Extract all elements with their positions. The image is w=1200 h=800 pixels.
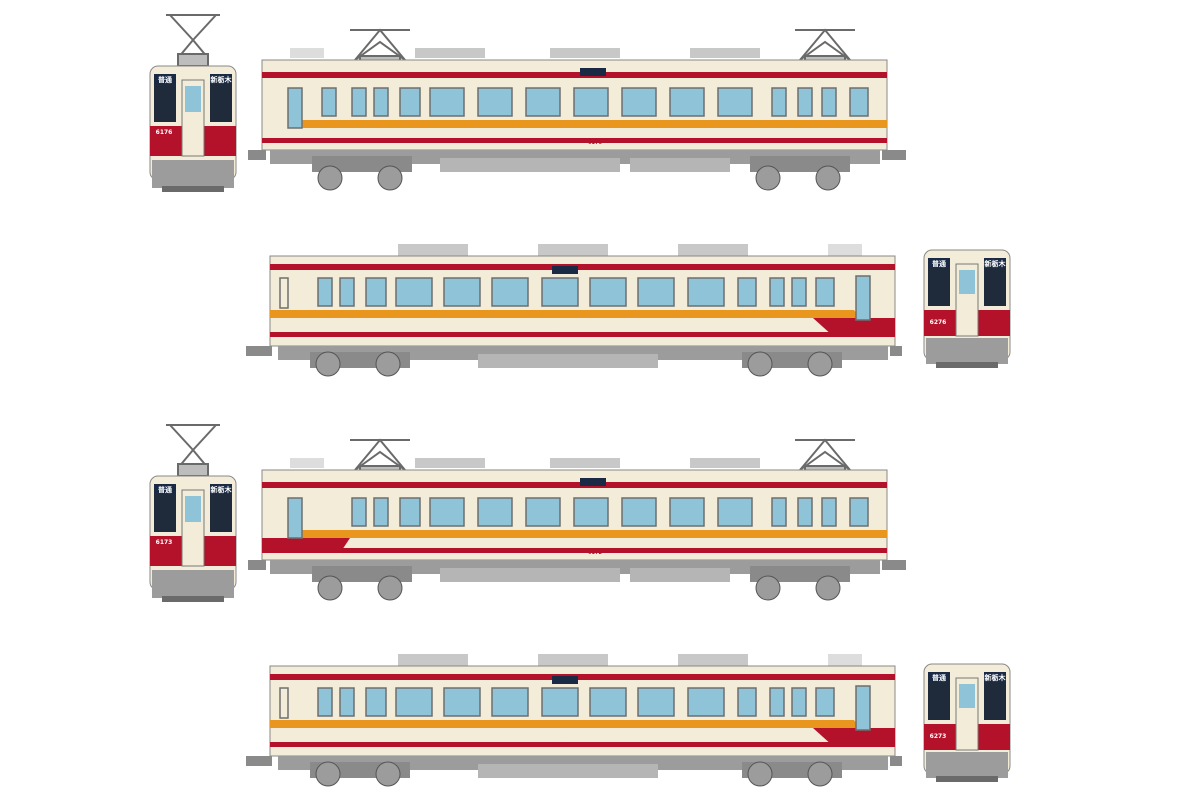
underframe: [278, 346, 888, 360]
roof-red-stripe: [262, 72, 887, 78]
lower-red-stripe: [262, 138, 887, 143]
car-number: 6272: [551, 742, 565, 748]
orange-stripe: [296, 120, 887, 128]
bogie: [312, 156, 850, 191]
windows: [287, 87, 869, 129]
roof-dest-display: [552, 266, 578, 274]
destination-label: 新栃木: [211, 485, 233, 494]
kind-label: 普通: [932, 259, 947, 268]
kind-label: 普通: [158, 485, 173, 494]
orange-stripe: [270, 310, 860, 318]
windows: [279, 275, 871, 321]
dest-display: [210, 74, 232, 84]
car-number: 6172: [588, 550, 602, 556]
destination-label: 新栃木: [985, 673, 1007, 682]
front-view-1: 普通 新栃木 6176: [149, 14, 237, 192]
car-number: 6276: [551, 332, 565, 338]
trailer-car-4: 6272: [246, 654, 902, 787]
car-number: 6273: [930, 733, 947, 740]
destination-label: 新栃木: [985, 259, 1007, 268]
motor-car-1: 6176: [248, 28, 906, 191]
roof-vent: [415, 48, 485, 58]
row-2: 6276 普通 新栃木 6276: [246, 244, 1011, 377]
roof-red-stripe: [270, 264, 895, 270]
front-door-window: [185, 86, 201, 112]
bogie: [310, 351, 842, 377]
front-left-window: [154, 82, 176, 122]
car-number: 6176: [588, 140, 602, 146]
trailer-car-2: 6276: [246, 244, 902, 377]
front-view-4: 普通 新栃木 6273: [923, 663, 1011, 782]
row-4: 6272 普通 新栃木 6273: [246, 654, 1011, 787]
motor-car-3: 6172: [248, 438, 906, 601]
lower-red-stripe: [270, 332, 895, 337]
car-number: 6176: [156, 129, 173, 136]
front-pantograph: [166, 14, 220, 67]
coupler: [248, 150, 266, 160]
coupler: [246, 346, 272, 356]
roof-dest-display: [580, 68, 606, 76]
kind-label: 普通: [932, 673, 947, 682]
red-end-slant: [813, 318, 895, 336]
front-right-window: [210, 82, 232, 122]
kind-display: [154, 74, 176, 84]
front-underframe: [152, 160, 234, 188]
front-view-3: 普通 新栃木 6173: [149, 424, 237, 602]
kind-label: 普通: [158, 75, 173, 84]
pantograph: [350, 28, 855, 65]
car-number: 6276: [930, 319, 947, 326]
row-1: 普通 新栃木 6176: [149, 14, 906, 192]
front-view-2: 普通 新栃木 6276: [923, 249, 1011, 368]
car-number: 6173: [156, 539, 173, 546]
destination-label: 新栃木: [211, 75, 233, 84]
row-3: 普通 新栃木 6173: [149, 424, 906, 602]
